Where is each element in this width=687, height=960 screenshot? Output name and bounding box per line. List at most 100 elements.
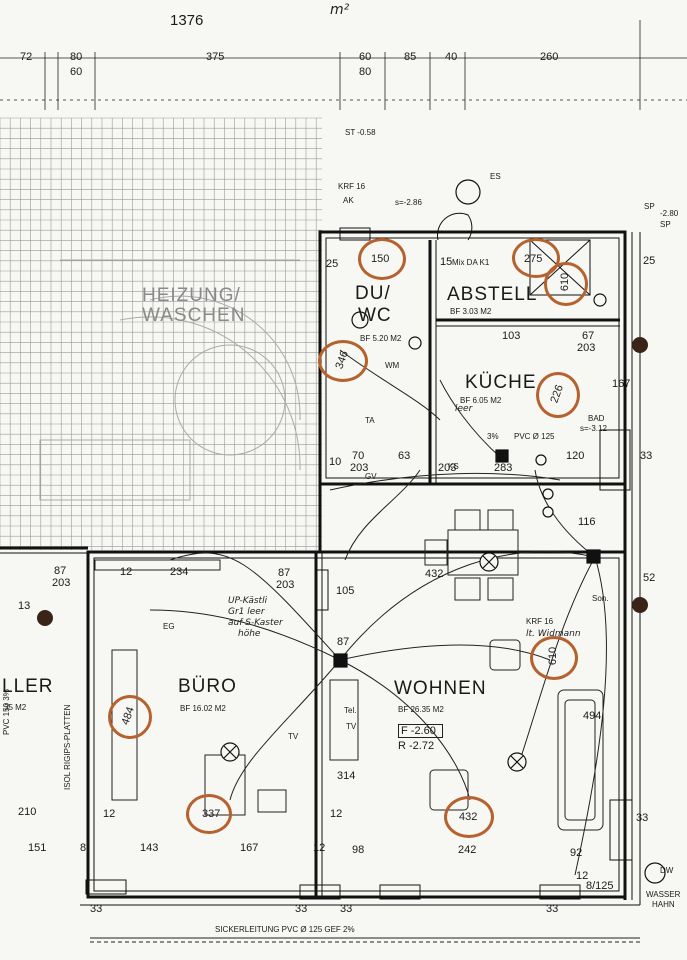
room-heizung-line2: WASCHEN: [142, 305, 246, 326]
dim-432a: 432: [425, 568, 444, 580]
dim-12e: 12: [313, 842, 326, 854]
circle-610-mid-value: 610: [547, 646, 560, 666]
dim-52: 52: [643, 572, 656, 584]
note-sqm-35: 35 M2: [4, 703, 27, 712]
dim-203c: 203: [438, 462, 457, 474]
circle-346: [318, 340, 368, 382]
fixtures: [37, 179, 666, 884]
note-sp2: SP: [660, 220, 671, 229]
note-krf16-top: KRF 16: [338, 182, 366, 191]
room-du-wc-area: BF 5.20 M2: [360, 334, 402, 343]
dim-12f: 12: [576, 870, 589, 882]
top-dimension-line: [0, 20, 687, 110]
top-dim-7: 85: [404, 51, 417, 63]
dim-67: 67: [582, 330, 595, 342]
note-hoehe: höhe: [238, 629, 261, 639]
circle-226: [536, 372, 580, 418]
note-3pct: 3%: [487, 432, 499, 441]
dim-103: 103: [502, 330, 521, 342]
circle-432: [444, 796, 494, 838]
dim-234: 234: [170, 566, 189, 578]
top-dim-2: 80: [70, 51, 83, 63]
dim-283: 283: [494, 462, 513, 474]
dim-98: 98: [352, 844, 365, 856]
dim-70b: 70: [494, 450, 507, 462]
dim-70: 70: [352, 450, 365, 462]
dim-203d: 203: [52, 577, 71, 589]
note-tv: TV: [288, 732, 299, 741]
dim-105: 105: [336, 585, 355, 597]
dim-12a: 12: [120, 566, 133, 578]
dim-314: 314: [337, 770, 356, 782]
note-mix: Mix DA K1: [452, 258, 490, 267]
room-du-wc-line2: WC: [358, 305, 392, 326]
note-es: ES: [490, 172, 501, 181]
circle-337-value: 337: [202, 808, 221, 820]
top-dim-1: 72: [20, 51, 33, 63]
dim-143: 143: [140, 842, 159, 854]
note-dw: DW: [660, 866, 674, 875]
dim-210: 210: [18, 806, 37, 818]
note-level-286: s=-2.86: [395, 198, 422, 207]
dim-25a: 25: [326, 258, 339, 270]
note-ta: TA: [365, 416, 375, 425]
note-tv2: TV: [346, 722, 357, 731]
circle-150-value: 150: [371, 253, 390, 265]
dim-87a: 87: [54, 565, 67, 577]
dim-12d: 12: [330, 808, 343, 820]
dim-33a: 33: [640, 450, 653, 462]
dim-203e: 203: [276, 579, 295, 591]
note-st-058-right: ST -0.58: [345, 128, 376, 137]
wohnen-level-f: F -2.60: [398, 724, 443, 738]
wiring-arcs: [149, 349, 607, 876]
top-dim-8: 40: [445, 51, 458, 63]
note-pvc-150: PVC 150 3%: [2, 689, 11, 735]
dim-33f: 33: [295, 903, 308, 915]
room-wohnen-area: BF 26.35 M2: [398, 705, 444, 714]
note-rigips: ISOL RIGIPS-PLATTEN: [63, 704, 72, 790]
room-buero: BÜRO: [178, 676, 237, 697]
circle-432-value: 432: [459, 811, 478, 823]
dim-87c: 87: [337, 636, 350, 648]
circle-484: [108, 695, 152, 739]
room-bad: BAD: [588, 414, 605, 423]
wohnen-level-r: R -2.72: [398, 740, 435, 752]
note-widmann: lt. Widmann: [526, 629, 581, 639]
dim-13: 13: [18, 600, 31, 612]
dim-15: 15: [440, 256, 453, 268]
note-sickerleitung: SICKERLEITUNG PVC Ø 125 GEF 2%: [215, 925, 355, 934]
room-du-wc-line1: DU/: [355, 283, 391, 304]
dim-167: 167: [612, 378, 631, 390]
top-dim-9: 260: [540, 51, 559, 63]
note-up-kaestli: UP-Kästli: [228, 596, 268, 606]
top-dim-4: 375: [206, 51, 225, 63]
circle-275: [512, 238, 560, 278]
room-kueche-area: BF 6.05 M2: [460, 396, 502, 405]
note-sp1: SP: [644, 202, 655, 211]
circle-610-mid: [530, 636, 578, 680]
room-abstell-area: BF 3.03 M2: [450, 307, 492, 316]
total-width-label: 1376: [170, 12, 204, 29]
circle-610-top: [544, 262, 588, 306]
circle-150: [358, 238, 406, 280]
note-wasser: WASSER: [646, 890, 681, 899]
note-son: Son.: [592, 594, 609, 603]
top-dim-6: 80: [359, 66, 372, 78]
note-s-kaster: auf S-Kaster: [228, 618, 283, 628]
faint-underlay: [39, 259, 301, 501]
dim-116: 116: [578, 516, 596, 528]
sicker-line: [90, 937, 640, 943]
room-buero-area: BF 16.02 M2: [180, 704, 226, 713]
dim-167b: 167: [240, 842, 259, 854]
dim-33b: 33: [90, 903, 103, 915]
circle-610-top-value: 610: [559, 272, 572, 292]
room-abstell: ABSTELL: [447, 284, 538, 305]
room-kueche: KÜCHE: [465, 372, 537, 393]
room-keller: LLER: [2, 676, 54, 697]
dim-33d: 33: [546, 903, 559, 915]
note-ak: AK: [343, 196, 354, 205]
dim-92: 92: [570, 847, 583, 859]
top-dim-3: 60: [70, 66, 83, 78]
dim-87b: 87: [278, 567, 291, 579]
dim-33c: 33: [340, 903, 353, 915]
